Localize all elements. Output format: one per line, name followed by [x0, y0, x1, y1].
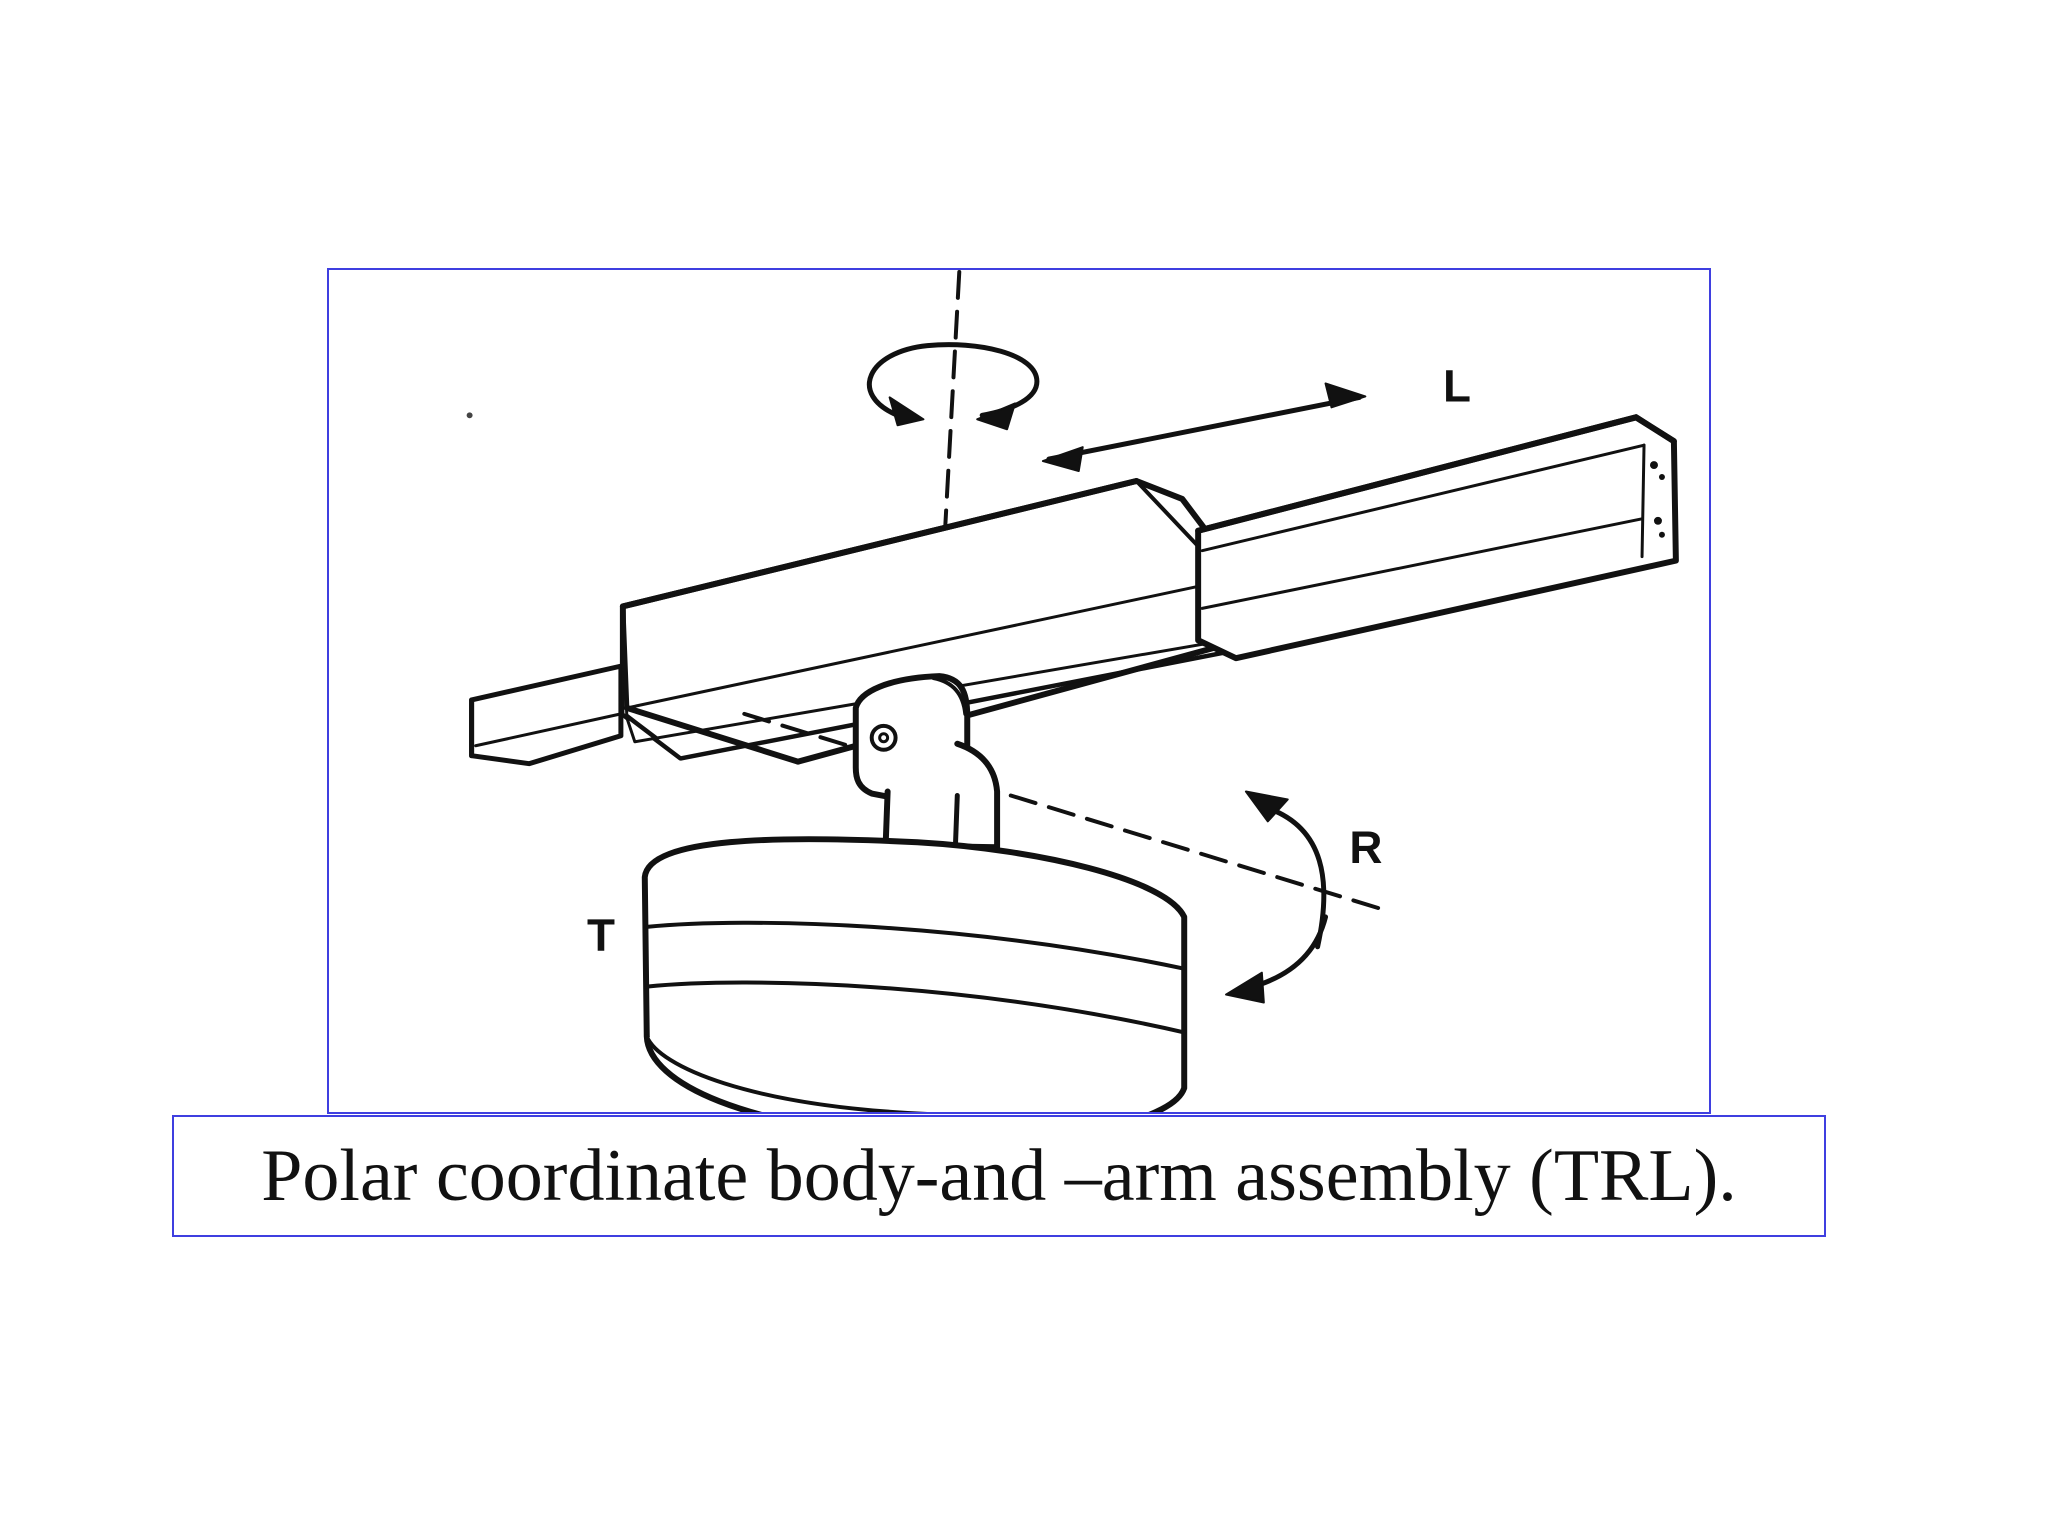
- base-rotation-arrowhead-right: [976, 402, 1017, 431]
- arm-front-extension: [1195, 414, 1679, 662]
- speck: [466, 412, 473, 419]
- base-rotation-arrow: [866, 342, 1040, 418]
- base-rotation-arrowhead-left: [888, 396, 925, 427]
- figure-caption: Polar coordinate body-and –arm assembly …: [261, 1134, 1737, 1217]
- pitch-arrowhead-top: [1244, 790, 1289, 823]
- robot-arm-illustration: L R T: [466, 270, 1679, 1112]
- label-length: L: [1443, 360, 1471, 411]
- length-arrowhead-left: [1041, 446, 1084, 473]
- pitch-arrowhead-bottom: [1225, 971, 1265, 1004]
- caption-box: Polar coordinate body-and –arm assembly …: [172, 1115, 1826, 1237]
- pivot-axis: [742, 711, 1384, 911]
- pitch-rotation-arrow: [1263, 804, 1327, 950]
- wrist-turntable: [641, 836, 1188, 1112]
- arm-end-cap-bolts: [1650, 461, 1665, 538]
- yoke-bracket: [852, 673, 1001, 852]
- arm-rear-extension: [469, 663, 624, 767]
- length-arrowhead-right: [1324, 382, 1367, 409]
- label-twist: T: [587, 910, 615, 961]
- label-rotation: R: [1349, 822, 1382, 873]
- figure-frame: L R T: [327, 268, 1711, 1114]
- length-arrow: [1046, 394, 1362, 462]
- vertical-axis: [943, 270, 962, 527]
